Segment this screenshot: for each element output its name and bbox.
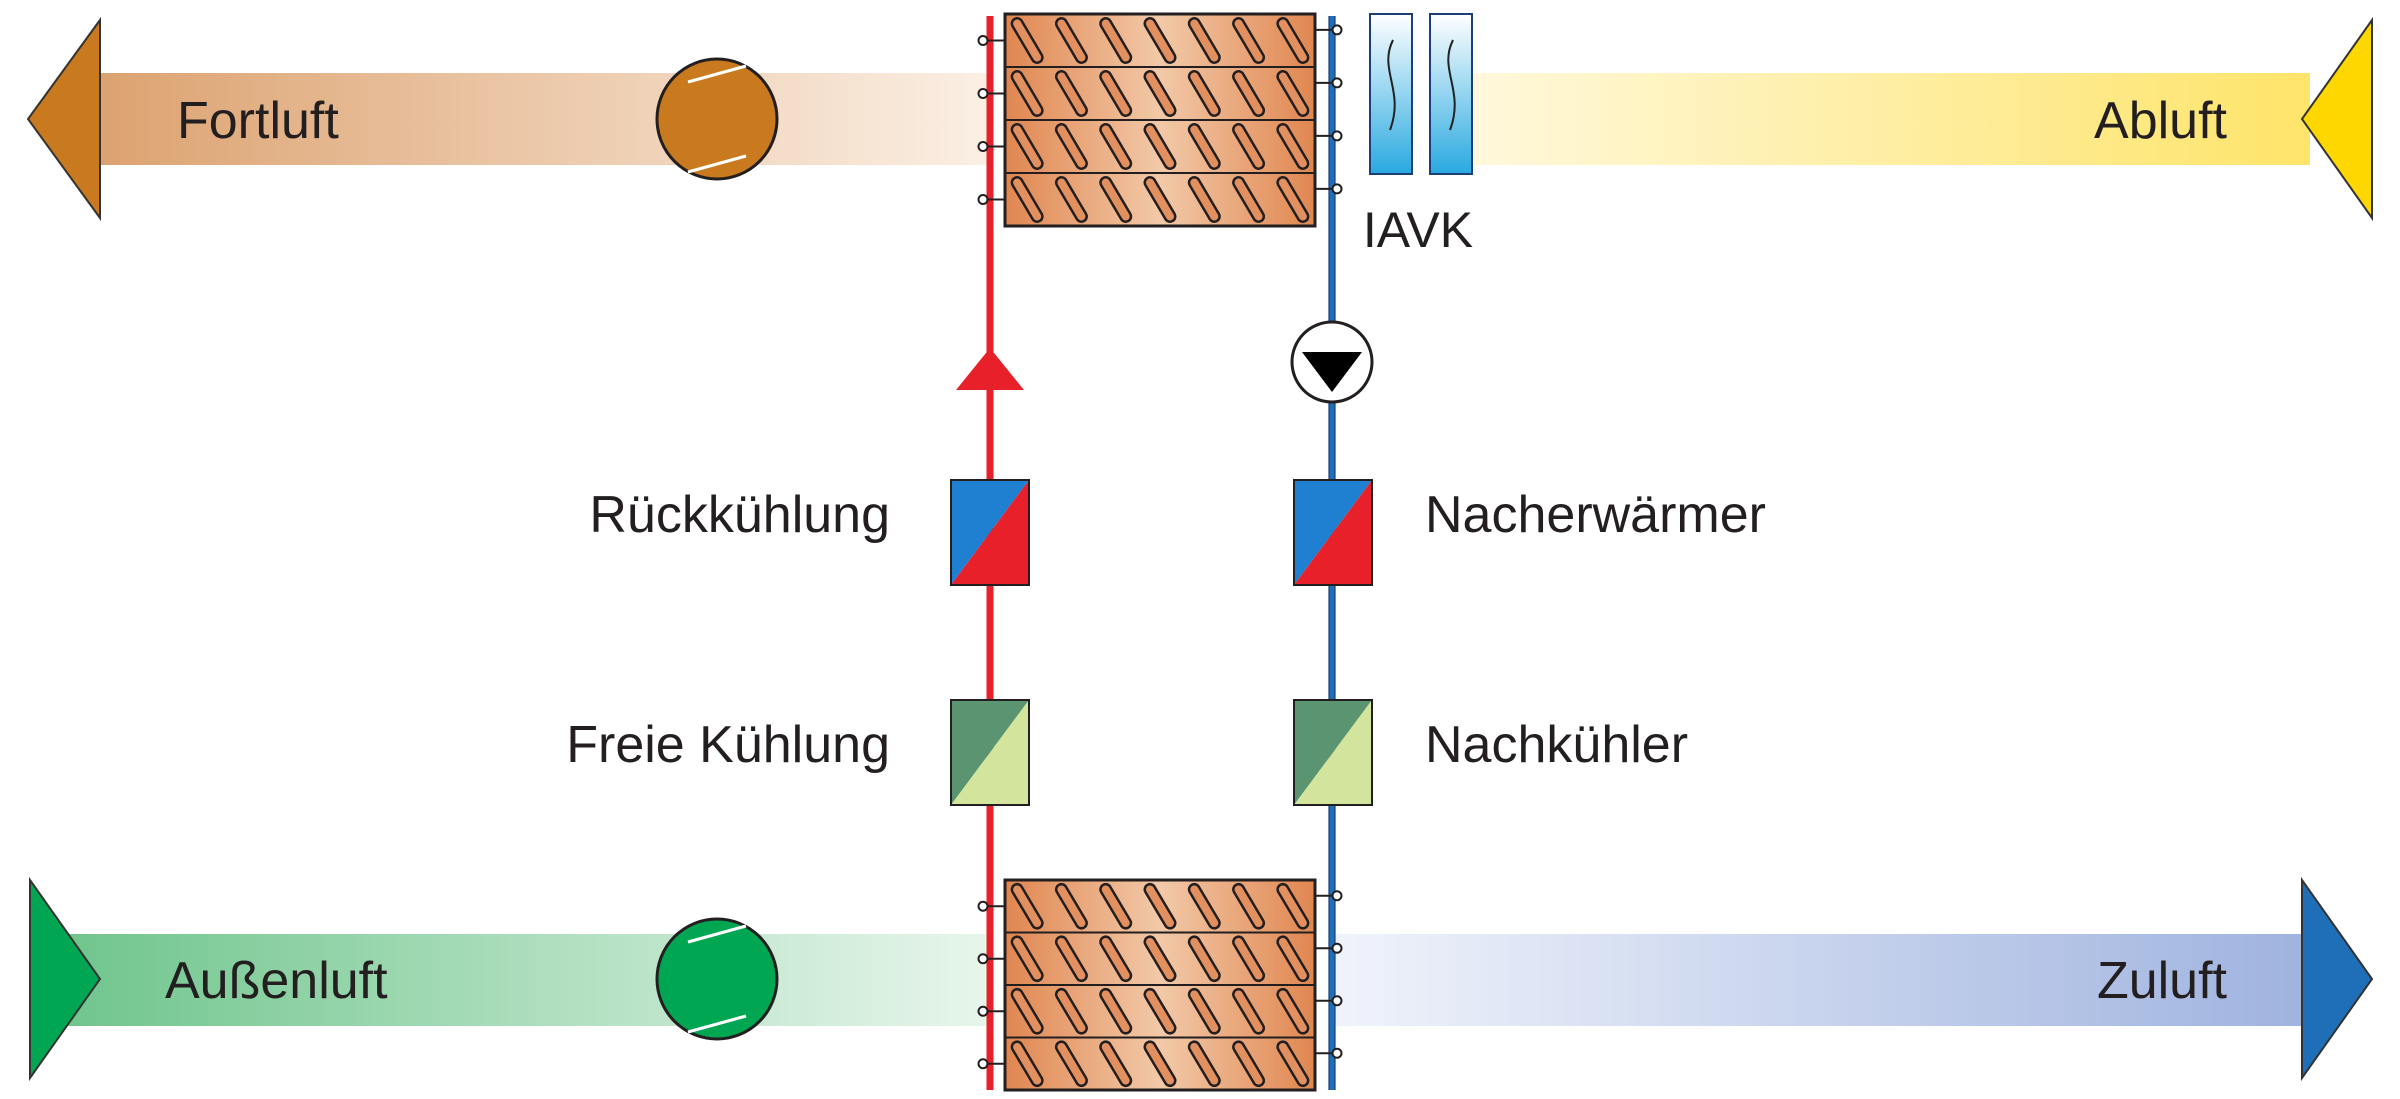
fortluft-band [95, 73, 990, 165]
exhaust-air-duct [26, 16, 2373, 222]
zuluft-band [1330, 934, 2310, 1026]
zuluft-label: Zuluft [2097, 952, 2228, 1010]
reheater-exchanger [1293, 479, 1373, 586]
humidifier-cell-2 [1429, 13, 1473, 175]
humidifier-unit: IAVK [1363, 13, 1473, 258]
recooling-label: Rückkühlung [589, 486, 890, 544]
aussenluft-arrowhead [29, 876, 102, 1082]
exhaust-fan-icon [655, 57, 779, 181]
reheater-label: Nacherwärmer [1425, 486, 1766, 544]
aftercooler-exchanger [1293, 699, 1373, 806]
aftercooler-label: Nachkühler [1425, 716, 1688, 774]
exhaust-coil [977, 12, 1343, 228]
fortluft-label: Fortluft [177, 92, 339, 150]
supply-coil [977, 878, 1343, 1092]
abluft-label: Abluft [2094, 92, 2228, 150]
pump-icon [1290, 320, 1374, 404]
free-cooling-label: Freie Kühlung [566, 716, 890, 774]
supply-fan-icon [655, 917, 779, 1041]
humidifier-cell-1 [1369, 13, 1413, 175]
supply-air-duct [29, 876, 2374, 1082]
aussenluft-band [60, 934, 990, 1026]
free-cooling-exchanger [950, 699, 1030, 806]
zuluft-arrowhead [2301, 876, 2374, 1082]
humidifier-label: IAVK [1363, 202, 1473, 258]
abluft-band [1460, 73, 2310, 165]
flow-direction-arrow-up-icon [956, 348, 1024, 390]
fortluft-arrowhead [26, 16, 101, 222]
recooling-exchanger [950, 479, 1030, 586]
abluft-arrowhead [2300, 16, 2373, 222]
aussenluft-label: Außenluft [165, 952, 388, 1010]
